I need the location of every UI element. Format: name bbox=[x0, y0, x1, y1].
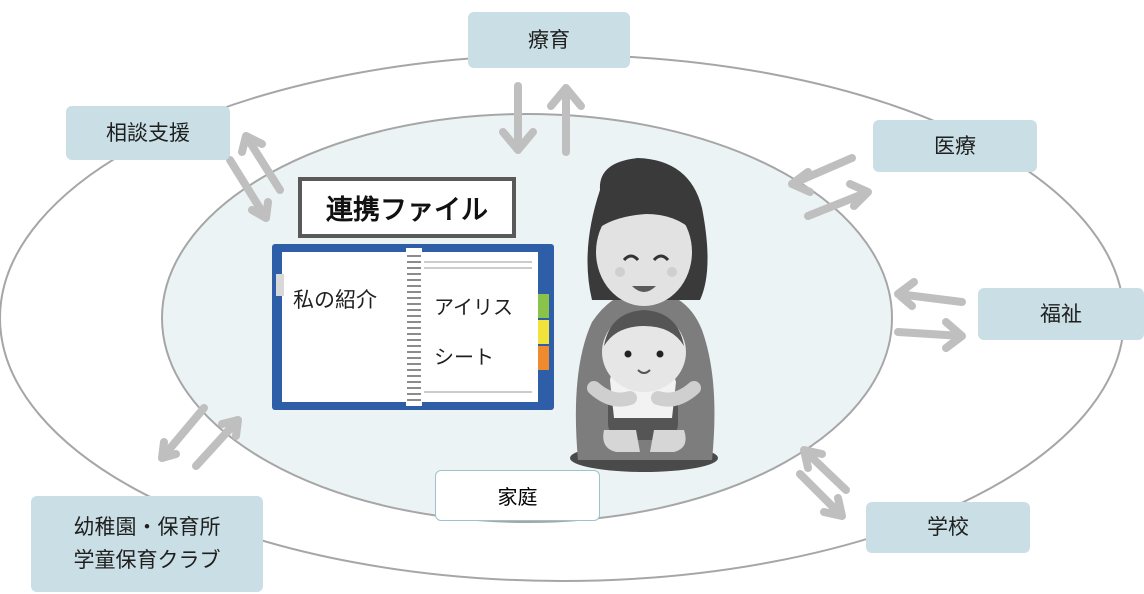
home-box: 家庭 bbox=[435, 470, 600, 521]
arrow-pair-medical bbox=[788, 154, 872, 220]
arrow-pair-school bbox=[796, 446, 850, 520]
collaboration-file-title: 連携ファイル bbox=[298, 177, 516, 238]
node-consultation: 相談支援 bbox=[66, 106, 230, 160]
node-nursery: 幼稚園・保育所 学童保育クラブ bbox=[31, 496, 263, 592]
arrow-pair-nursery bbox=[158, 404, 242, 470]
arrows bbox=[158, 82, 966, 520]
node-therapy: 療育 bbox=[468, 12, 630, 68]
notebook-left-label: 私の紹介 bbox=[293, 288, 377, 312]
arrow-pair-therapy bbox=[499, 82, 585, 156]
node-medical: 医療 bbox=[873, 120, 1037, 172]
mother-child-illustration bbox=[570, 158, 718, 472]
arrow-pair-welfare bbox=[894, 278, 966, 352]
notebook-right-label-line1: アイリス bbox=[434, 295, 513, 319]
node-welfare: 福祉 bbox=[978, 288, 1144, 340]
node-school: 学校 bbox=[866, 502, 1030, 553]
arrow-pair-consultation bbox=[226, 132, 284, 222]
notebook-right-label-line2: シート bbox=[434, 345, 494, 369]
node-nursery-line1: 幼稚園・保育所 bbox=[73, 515, 221, 540]
notebook-icon bbox=[272, 244, 554, 410]
node-nursery-line2: 学童保育クラブ bbox=[73, 548, 221, 572]
